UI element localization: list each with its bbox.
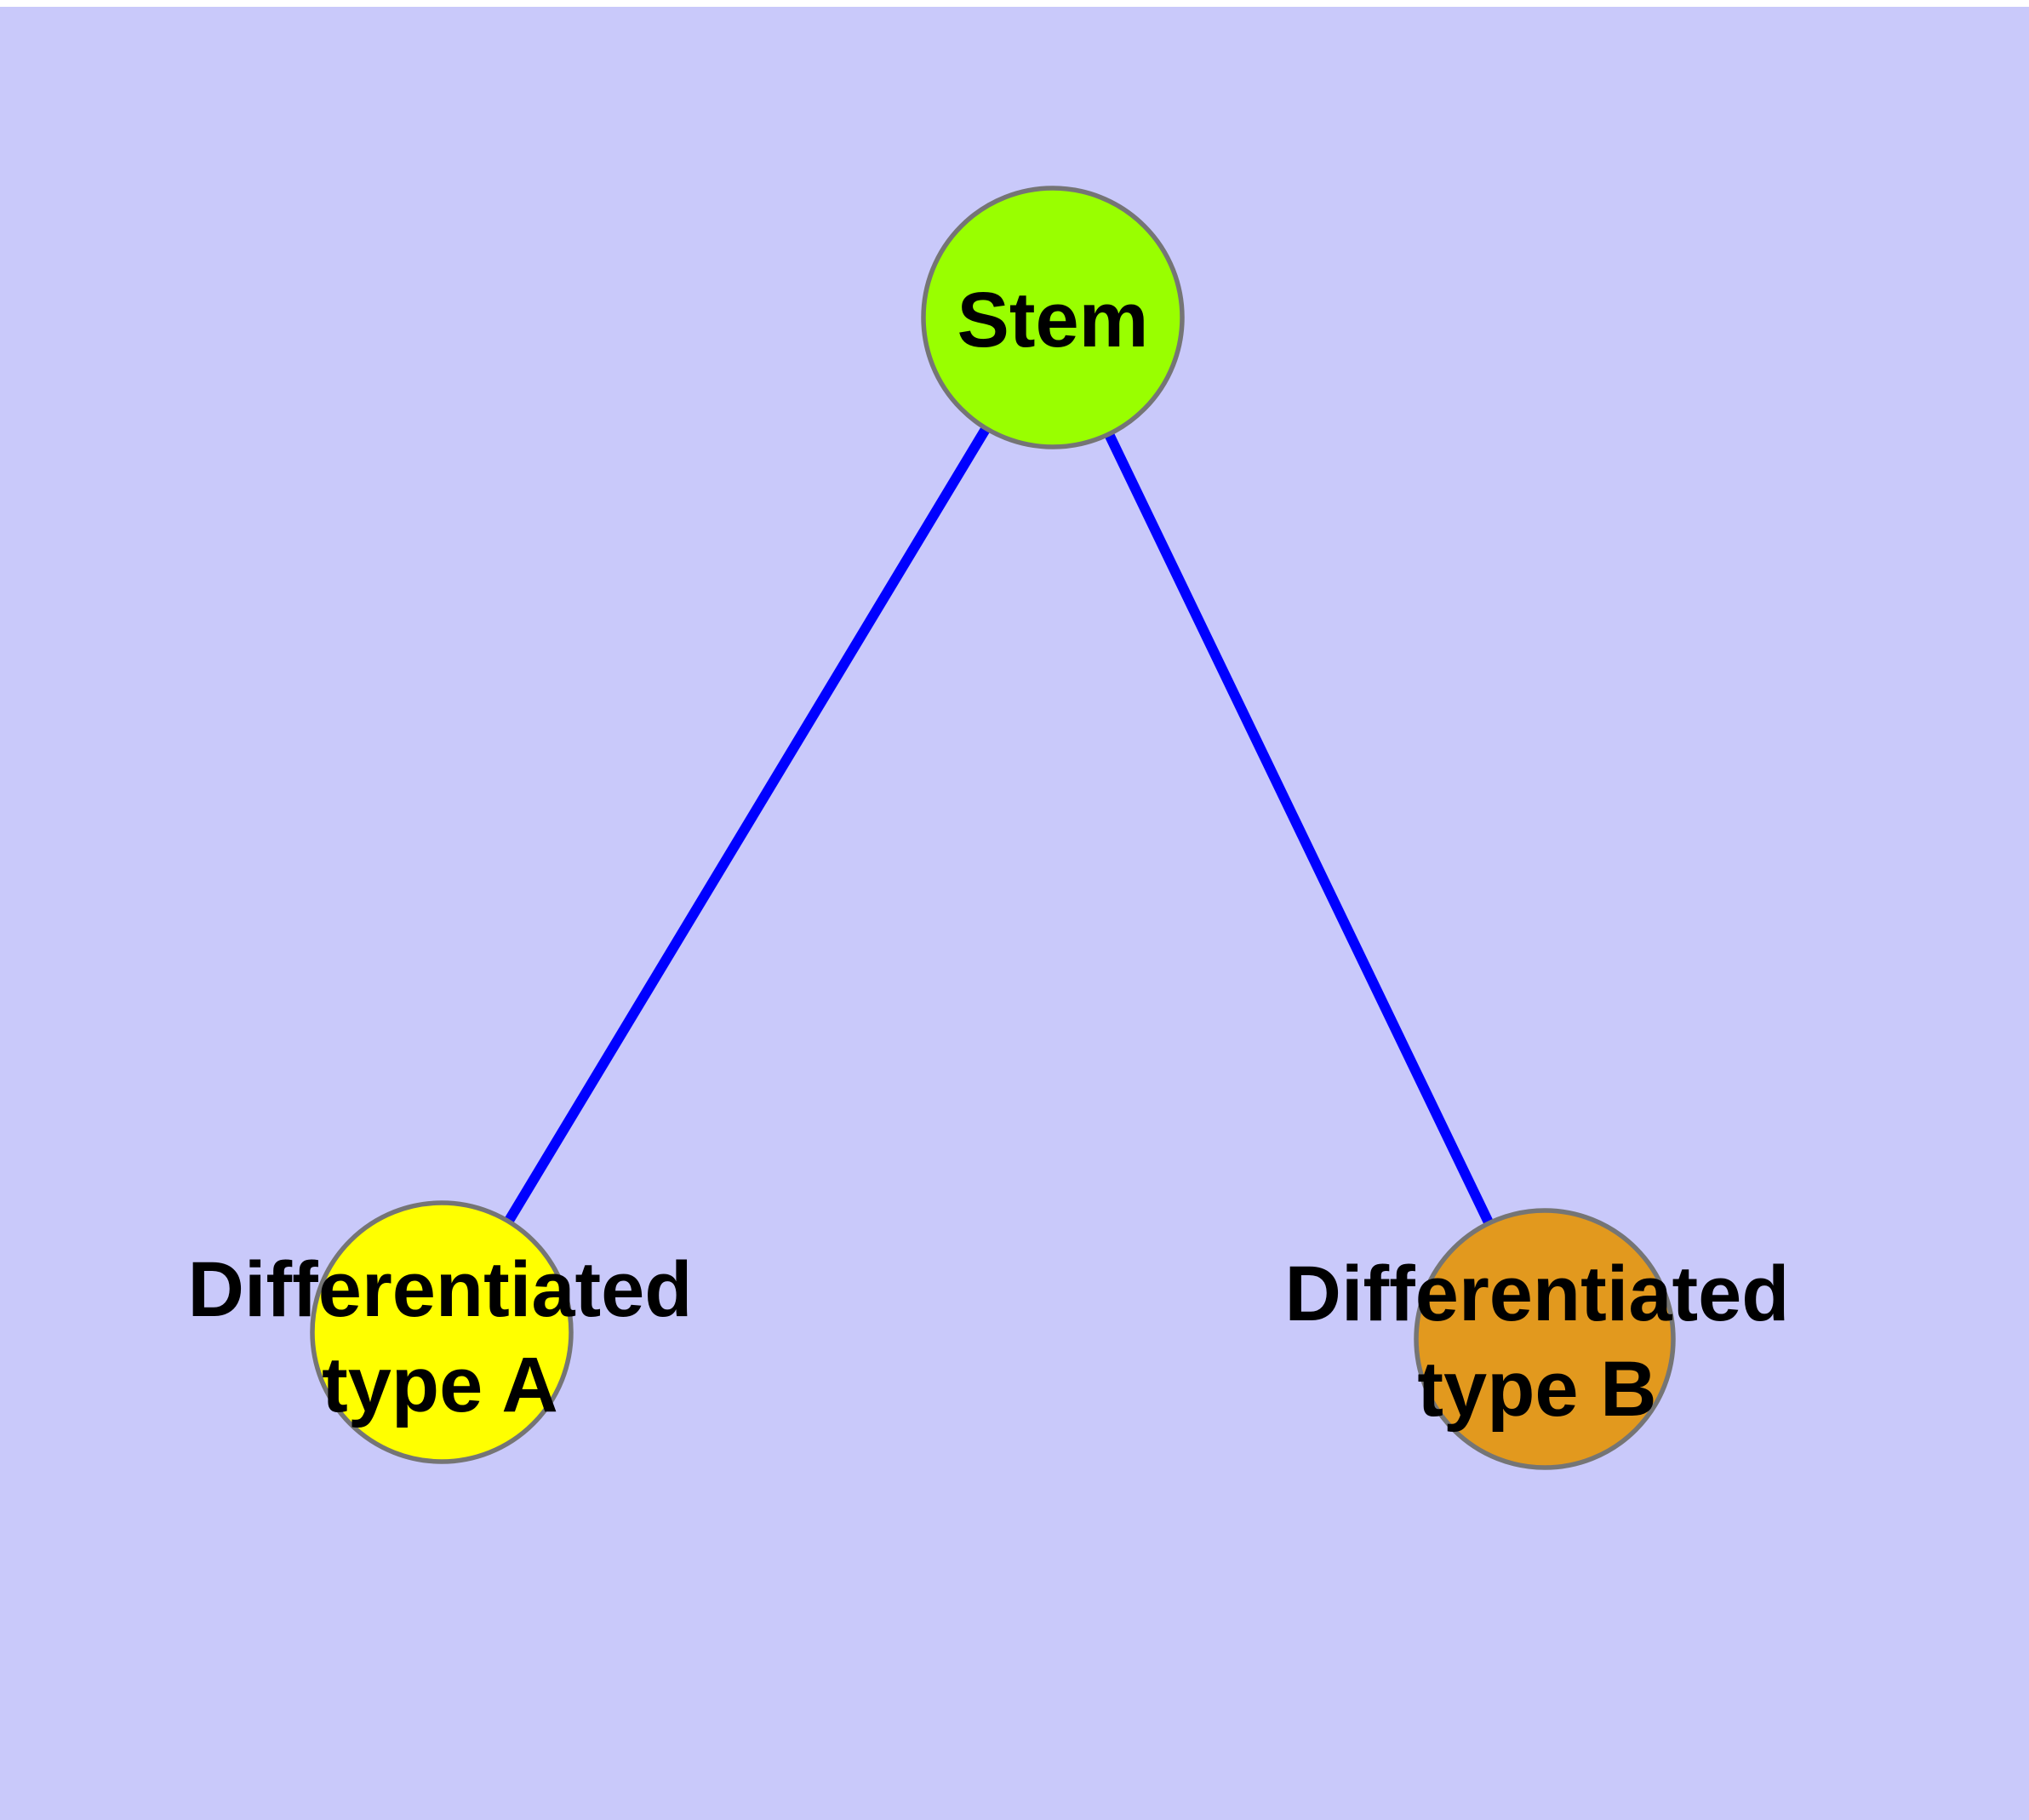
node-differentiated-type-b-label-line-1: Differentiated [1284, 1251, 1790, 1337]
edge-stem-to-type-a [437, 314, 1058, 1336]
node-differentiated-type-b-circle [1414, 1208, 1676, 1470]
edge-stem-to-type-b [1048, 315, 1550, 1342]
node-differentiated-type-b-label: Differentiated type B [1285, 1246, 1790, 1437]
node-stem-label: Stem [957, 272, 1149, 368]
node-stem-label-line-1: Stem [957, 277, 1149, 363]
node-differentiated-type-a-label-line-2: type A [322, 1342, 558, 1428]
node-stem-circle [921, 186, 1185, 449]
node-differentiated-type-a-label: Differentiated type A [188, 1242, 693, 1433]
window-frame-top-strip [0, 0, 2029, 7]
node-differentiated-type-a-label-line-1: Differentiated [187, 1246, 693, 1333]
node-differentiated-type-b-label-line-2: type B [1417, 1346, 1657, 1433]
node-differentiated-type-a-circle [310, 1200, 574, 1464]
